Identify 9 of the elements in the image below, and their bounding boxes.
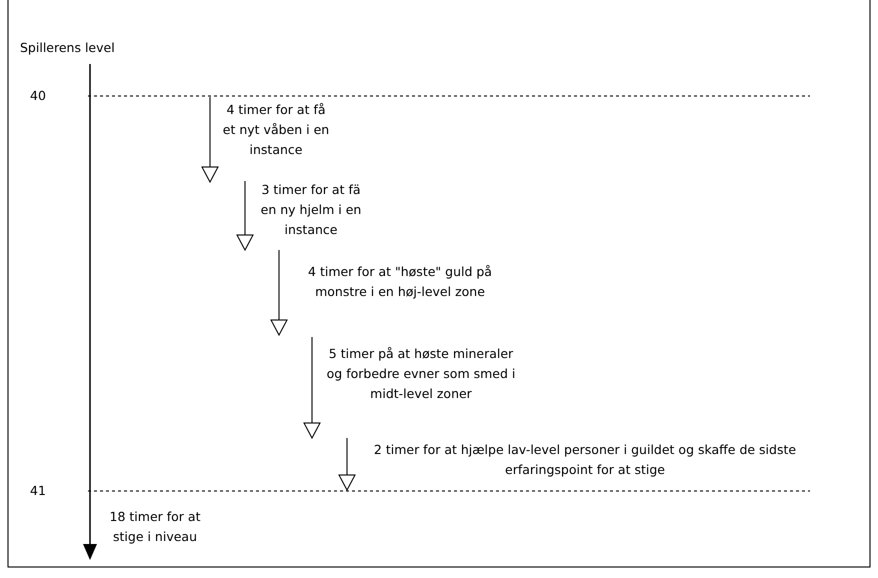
- step-description: 3 timer for at fä en ny hjelm i en instance: [260, 181, 362, 239]
- step-description: 4 timer for at "høste" guld på monstre i en høj-level zone: [307, 263, 493, 301]
- step-description: 2 timer for at hjælpe lav-level personer i guildet og skaffe de sidste erfaringspoint for at stige: [372, 441, 798, 479]
- level-number: 41: [30, 482, 47, 500]
- step-description: 5 timer på at høste mineraler og forbedre evner som smed i midt-level zoner: [326, 345, 516, 403]
- total-description: 18 timer for at stige i niveau: [108, 508, 202, 546]
- axis-title: Spillerens level: [20, 39, 116, 57]
- level-number: 40: [30, 87, 47, 105]
- step-description: 4 timer for at få et nyt våben i en instance: [222, 101, 330, 159]
